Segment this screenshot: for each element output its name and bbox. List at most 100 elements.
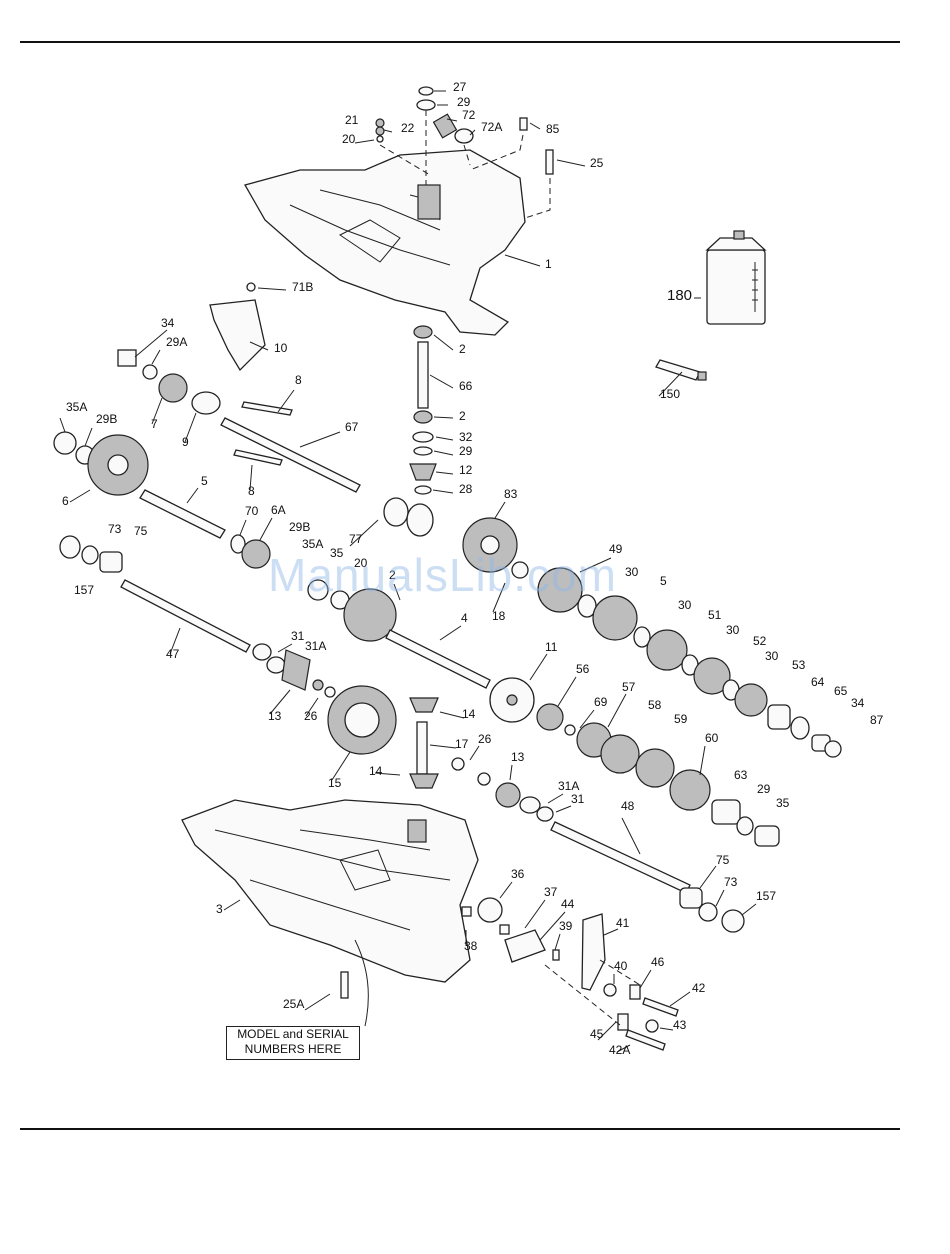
callout-c14b: 14	[369, 764, 383, 778]
callout-c36: 36	[511, 867, 525, 881]
housing-top-hardware	[375, 86, 554, 219]
vertical-shaft-stack	[409, 325, 437, 495]
callout-c51: 51	[708, 608, 722, 622]
center-gears	[252, 497, 554, 822]
callout-c57: 57	[622, 680, 636, 694]
callout-c38: 38	[464, 939, 478, 953]
callout-c15: 15	[328, 776, 342, 790]
callout-c35b: 35A	[302, 537, 323, 551]
callout-c180: 180	[667, 287, 692, 304]
callout-c44: 44	[561, 897, 575, 911]
callout-c83: 83	[504, 487, 518, 501]
callout-c47: 47	[166, 647, 180, 661]
left-shaft-parts	[53, 282, 361, 653]
callout-c1: 1	[545, 257, 552, 271]
callout-c72: 72	[462, 108, 476, 122]
callout-c30c: 30	[726, 623, 740, 637]
callout-c75b: 75	[716, 853, 730, 867]
callout-c52: 52	[753, 634, 767, 648]
callout-c3: 3	[216, 902, 223, 916]
callout-c20b: 20	[354, 556, 368, 570]
callout-c29f: 29	[757, 782, 771, 796]
callout-c64: 64	[811, 675, 825, 689]
callout-c2b: 2	[459, 409, 466, 423]
callout-c14a: 14	[462, 707, 476, 721]
lower-hardware	[340, 897, 679, 1051]
callout-c35d: 35	[776, 796, 790, 810]
callout-c150: 150	[660, 387, 680, 401]
callout-c56: 56	[576, 662, 590, 676]
top-rule	[20, 41, 900, 43]
callout-c30b: 30	[678, 598, 692, 612]
callout-c77: 77	[349, 532, 363, 546]
callout-c157b: 157	[756, 889, 776, 903]
callout-c42: 42	[692, 981, 706, 995]
callout-c8b: 8	[248, 484, 255, 498]
callout-c25: 25	[590, 156, 604, 170]
callout-c71b: 71B	[292, 280, 313, 294]
callout-c26b: 26	[478, 732, 492, 746]
callout-c29c: 29B	[96, 412, 117, 426]
callout-c48: 48	[621, 799, 635, 813]
grease-tube	[655, 359, 707, 381]
callout-c73a: 73	[108, 522, 122, 536]
callout-c65: 65	[834, 684, 848, 698]
model-note-line2: NUMBERS HERE	[244, 1042, 342, 1056]
callout-c21: 21	[345, 113, 359, 127]
callout-c67: 67	[345, 420, 359, 434]
callout-c31b: 31A	[305, 639, 326, 653]
callout-c5b: 5	[660, 574, 667, 588]
callout-c37: 37	[544, 885, 558, 899]
callout-c29a: 29	[457, 95, 471, 109]
watermark: ManualsLib.com	[268, 549, 617, 601]
callout-c49: 49	[609, 542, 623, 556]
callout-c42a: 42A	[609, 1043, 630, 1057]
callout-c85: 85	[546, 122, 560, 136]
callout-c12: 12	[459, 463, 473, 477]
lower-housing	[181, 799, 479, 983]
callout-c28: 28	[459, 482, 473, 496]
callout-c9: 9	[182, 435, 189, 449]
callout-c34a: 34	[161, 316, 175, 330]
callout-c69: 69	[594, 695, 608, 709]
bottom-rule	[20, 1128, 900, 1130]
callout-c63: 63	[734, 768, 748, 782]
callout-c66: 66	[459, 379, 473, 393]
callout-c157a: 157	[74, 583, 94, 597]
callout-c35a: 35A	[66, 400, 87, 414]
leader-lines	[59, 90, 757, 1053]
callout-c20: 20	[342, 132, 356, 146]
callout-c2a: 2	[459, 342, 466, 356]
callout-c32: 32	[459, 430, 473, 444]
callout-c60: 60	[705, 731, 719, 745]
callout-c31a: 31	[291, 629, 305, 643]
callout-c11: 11	[545, 640, 558, 654]
model-note-line1: MODEL and SERIAL	[237, 1027, 349, 1041]
callout-c30a: 30	[625, 565, 639, 579]
callout-c29b: 29A	[166, 335, 187, 349]
right-gear-cluster	[536, 567, 842, 933]
callout-c73b: 73	[724, 875, 738, 889]
callout-c26a: 26	[304, 709, 318, 723]
callout-c31c: 31A	[558, 779, 579, 793]
callout-c18: 18	[492, 609, 506, 623]
callout-c8a: 8	[295, 373, 302, 387]
callout-c39: 39	[559, 919, 573, 933]
callout-c13b: 13	[511, 750, 525, 764]
upper-housing	[244, 149, 526, 336]
callout-c27: 27	[453, 80, 467, 94]
callout-c2c: 2	[389, 568, 396, 582]
callout-c13a: 13	[268, 709, 282, 723]
callout-c6a: 6A	[271, 503, 286, 517]
callout-c70: 70	[245, 504, 259, 518]
callout-c5: 5	[201, 474, 208, 488]
callout-c17: 17	[455, 737, 469, 751]
callout-c43: 43	[673, 1018, 687, 1032]
callout-c53: 53	[792, 658, 806, 672]
callout-c58: 58	[648, 698, 662, 712]
oil-bottle	[705, 230, 767, 325]
callout-c25a: 25A	[283, 997, 304, 1011]
model-serial-note: MODEL and SERIAL NUMBERS HERE	[226, 1026, 360, 1060]
callout-c40: 40	[614, 959, 628, 973]
